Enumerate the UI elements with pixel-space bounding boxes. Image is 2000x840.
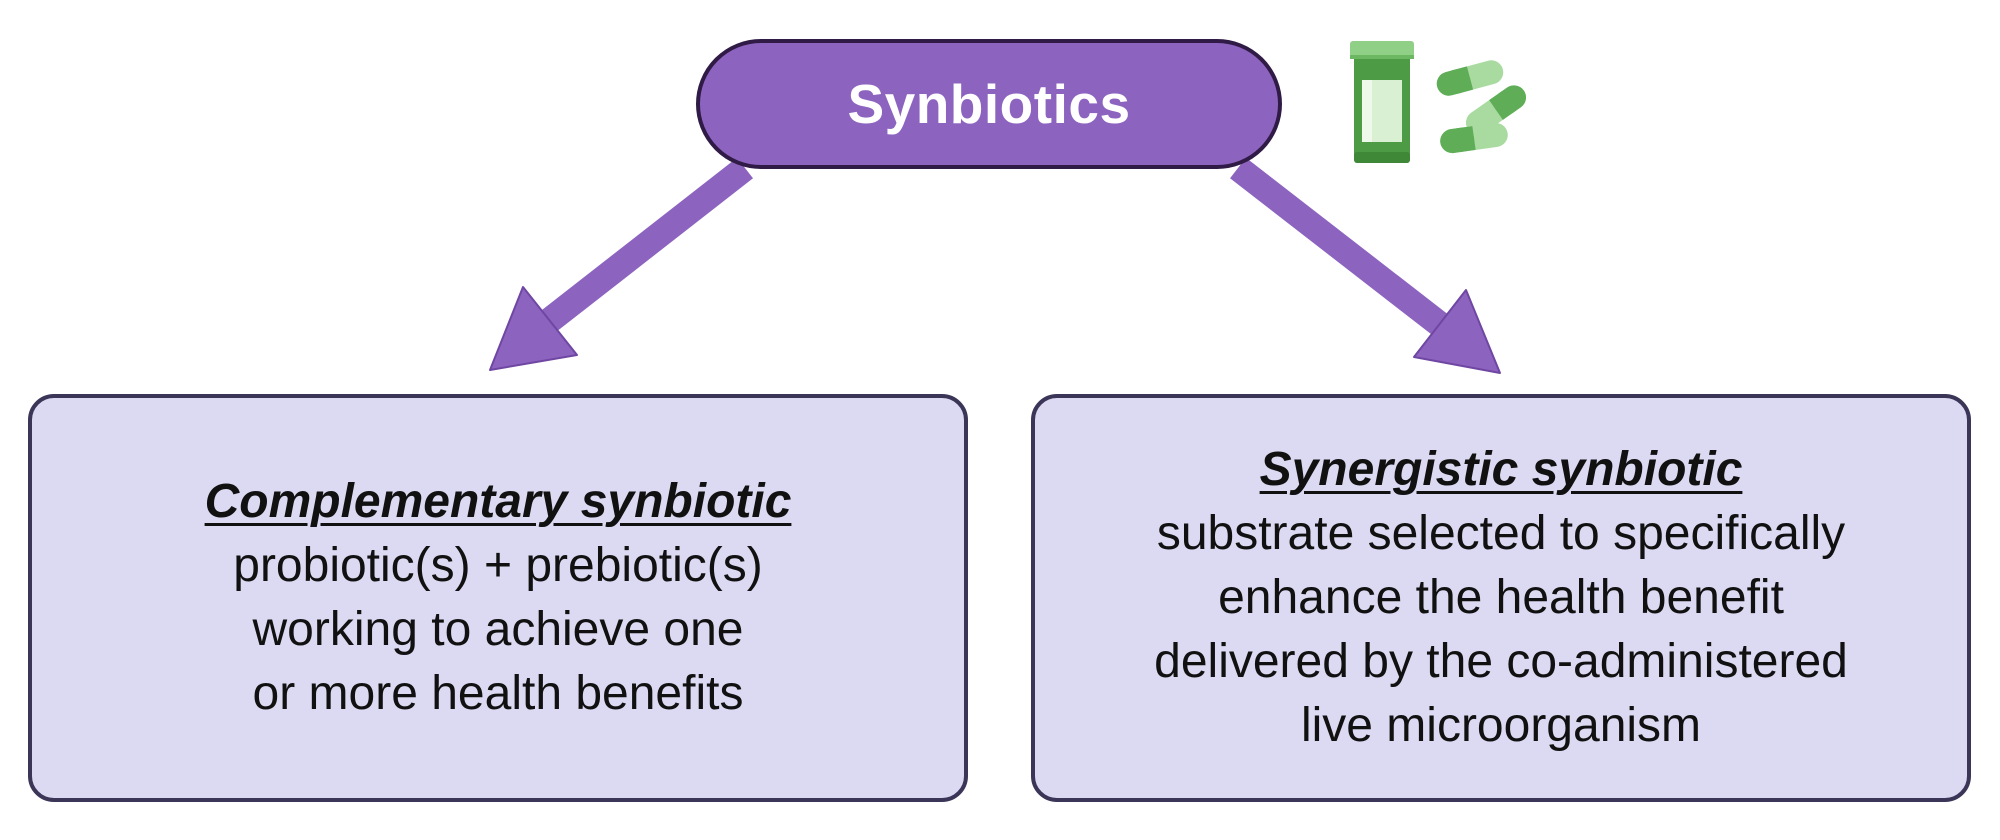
complementary-line-3: or more health benefits — [252, 667, 744, 720]
capsules-icon — [1436, 60, 1527, 154]
synbiotics-title-node: Synbiotics — [696, 39, 1282, 169]
synergistic-heading: Synergistic synbiotic — [1259, 443, 1743, 496]
arrow-to-complementary — [489, 157, 753, 371]
synergistic-line-1: substrate selected to specifically — [1156, 507, 1846, 560]
complementary-heading: Complementary synbiotic — [204, 475, 792, 528]
complementary-line-2: working to achieve one — [252, 603, 744, 656]
complementary-synbiotic-box: Complementary synbiotic probiotic(s) + p… — [28, 394, 968, 802]
arrow-to-synergistic — [1230, 157, 1501, 374]
title-label: Synbiotics — [847, 73, 1131, 135]
synergistic-line-2: enhance the health benefit — [1218, 571, 1784, 624]
pill-bottle-icon — [1350, 41, 1414, 163]
synergistic-line-4: live microorganism — [1300, 699, 1702, 752]
complementary-line-1: probiotic(s) + prebiotic(s) — [233, 539, 763, 592]
synergistic-line-3: delivered by the co-administered — [1154, 635, 1848, 688]
synergistic-synbiotic-box: Synergistic synbiotic substrate selected… — [1031, 394, 1971, 802]
